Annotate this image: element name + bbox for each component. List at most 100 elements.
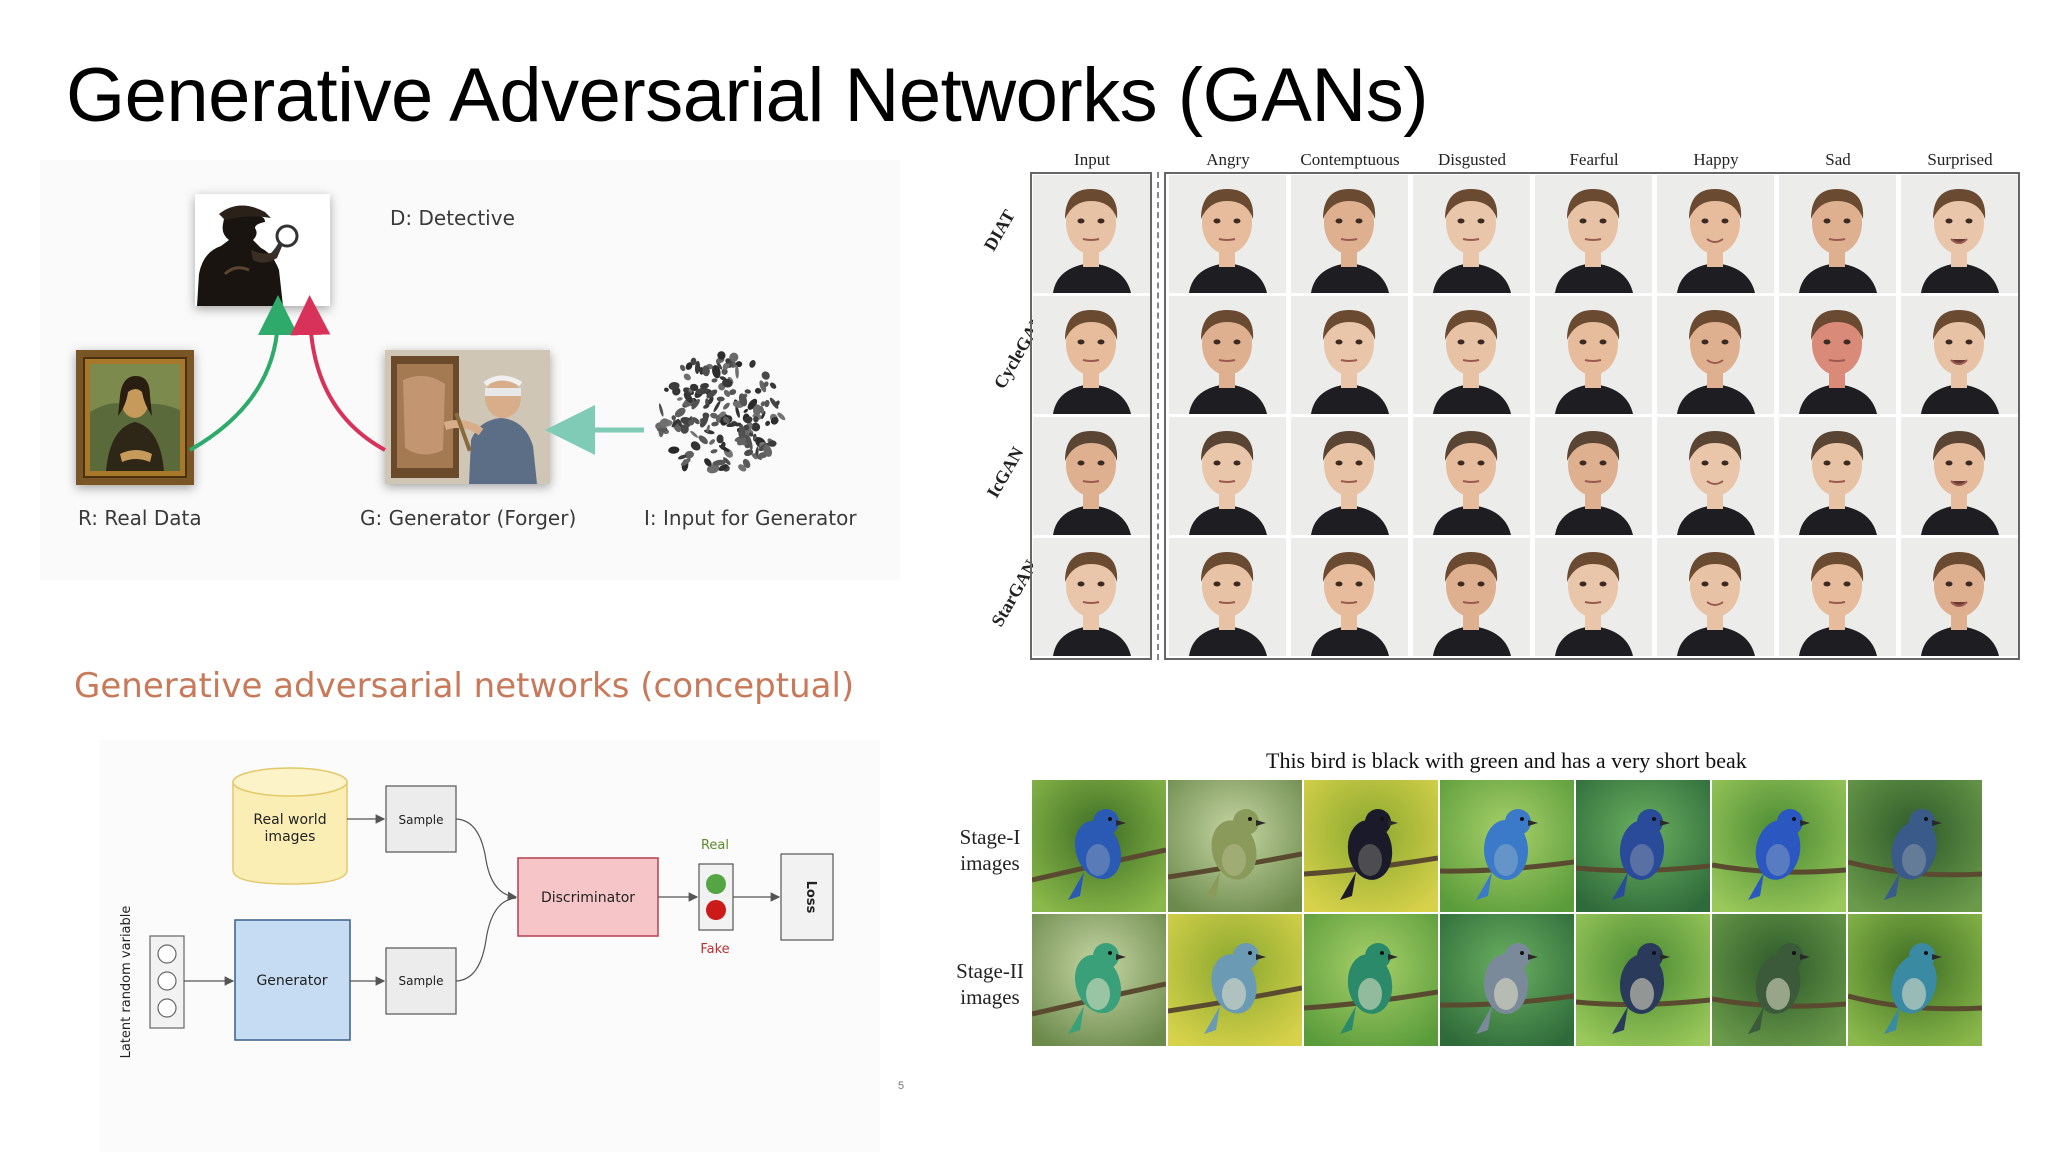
face-image: [1535, 538, 1652, 656]
face-column-header: Contemptuous: [1300, 150, 1400, 169]
birds-caption: This bird is black with green and has a …: [1266, 748, 1747, 773]
stage2-label-line2: images: [960, 985, 1020, 1010]
real-label: Real: [701, 838, 729, 853]
discriminator-label: Discriminator: [541, 890, 635, 906]
grid-divider: [1157, 172, 1159, 660]
stage1-bird-image: [1304, 780, 1438, 912]
stage1-label-line2: images: [960, 851, 1020, 876]
face-column-header: Disgusted: [1438, 150, 1506, 169]
real-fake-indicator: [698, 863, 734, 931]
loss-label: Loss: [803, 881, 818, 914]
stage1-label-line1: Stage-I: [959, 825, 1021, 849]
face-column-header: Fearful: [1569, 150, 1619, 169]
face-row-header: DIAT: [979, 206, 1019, 255]
face-column-header: Surprised: [1927, 150, 1993, 169]
stage1-bird-image: [1576, 780, 1710, 912]
detective-label: D: Detective: [390, 206, 515, 230]
generator-label: Generator: [256, 973, 327, 989]
input-label: I: Input for Generator: [644, 506, 857, 530]
face-image: [1291, 296, 1408, 414]
face-image: [1169, 296, 1286, 414]
face-row-header: IcGAN: [982, 443, 1028, 502]
face-image: [1033, 296, 1150, 414]
real-to-detective-arrow: [189, 295, 298, 452]
stage1-bird-image: [1440, 780, 1574, 912]
stage1-bird-image: [1712, 780, 1846, 912]
generator-label: G: Generator (Forger): [360, 506, 577, 530]
loss-box: Loss: [780, 853, 834, 941]
stage2-bird-image: [1440, 914, 1574, 1046]
face-image: [1291, 417, 1408, 535]
stage2-bird-image: [1848, 914, 1982, 1046]
noise-input-image: [650, 345, 790, 485]
sample-top-label: Sample: [399, 813, 444, 827]
face-image: [1535, 417, 1652, 535]
face-image: [1779, 296, 1896, 414]
stage2-bird-image: [1712, 914, 1846, 1046]
face-image: [1413, 175, 1530, 293]
face-image: [1901, 175, 2018, 293]
face-image: [1901, 538, 2018, 656]
stage2-bird-image: [1032, 914, 1166, 1046]
face-column-header: Sad: [1825, 150, 1851, 169]
face-image: [1535, 175, 1652, 293]
stage2-label-line1: Stage-II: [956, 959, 1024, 983]
face-image: [1779, 417, 1896, 535]
face-image: [1779, 538, 1896, 656]
fake-label: Fake: [700, 942, 729, 957]
latent-label: Latent random variable: [119, 906, 134, 1059]
outputs-frame: [1164, 172, 2020, 660]
stage1-bird-image: [1848, 780, 1982, 912]
discriminator-box: Discriminator: [517, 857, 659, 937]
diagram-connectors: [184, 814, 781, 986]
generator-box: Generator: [234, 919, 351, 1041]
forger-to-detective-arrow: [290, 295, 386, 452]
stage2-bird-image: [1168, 914, 1302, 1046]
face-image: [1657, 296, 1774, 414]
face-column-header: Angry: [1206, 150, 1250, 169]
stage2-bird-image: [1576, 914, 1710, 1046]
face-image: [1535, 296, 1652, 414]
face-column-header: Happy: [1693, 150, 1739, 169]
face-image: [1033, 417, 1150, 535]
real-world-images-db: Real world images: [232, 767, 348, 885]
gan-analogy-panel: D: Detective R: Real Data G: G: [40, 160, 900, 580]
face-column-header: Input: [1074, 150, 1110, 169]
face-image: [1033, 538, 1150, 656]
stage2-bird-image: [1304, 914, 1438, 1046]
gan-conceptual-diagram: Real world images Sample Generator Sampl…: [100, 740, 880, 1152]
page-number: 5: [898, 1080, 905, 1092]
face-image: [1033, 175, 1150, 293]
face-image: [1169, 417, 1286, 535]
stage2-label: Stage-II images: [940, 958, 1040, 1011]
real-data-label: R: Real Data: [78, 506, 202, 530]
face-image: [1657, 417, 1774, 535]
real-world-label-1: Real world: [253, 812, 326, 828]
sample-top-box: Sample: [385, 785, 457, 853]
face-image: [1413, 538, 1530, 656]
face-image: [1657, 175, 1774, 293]
face-image: [1901, 296, 2018, 414]
slide-title: Generative Adversarial Networks (GANs): [66, 53, 1429, 138]
real-world-label-2: images: [265, 829, 316, 845]
face-expression-grid: Input Angry Contemptuous Disgusted Fearful Ha…: [980, 150, 2020, 660]
real-data-image: [76, 350, 194, 485]
stage1-label: Stage-I images: [940, 824, 1040, 877]
concept-title: Generative adversarial networks (concept…: [74, 666, 855, 706]
face-image: [1413, 417, 1530, 535]
face-image: [1779, 175, 1896, 293]
input-column-frame: [1030, 172, 1152, 660]
face-image: [1169, 175, 1286, 293]
face-image: [1169, 538, 1286, 656]
stage1-bird-image: [1168, 780, 1302, 912]
face-image: [1291, 538, 1408, 656]
face-image: [1901, 417, 2018, 535]
face-image: [1413, 296, 1530, 414]
stage1-bird-image: [1032, 780, 1166, 912]
detective-image: [195, 194, 330, 306]
face-image: [1657, 538, 1774, 656]
sample-bottom-label: Sample: [399, 974, 444, 988]
latent-variable-node: [149, 935, 185, 1029]
sample-bottom-box: Sample: [385, 947, 457, 1015]
generator-forger-image: [385, 350, 550, 484]
